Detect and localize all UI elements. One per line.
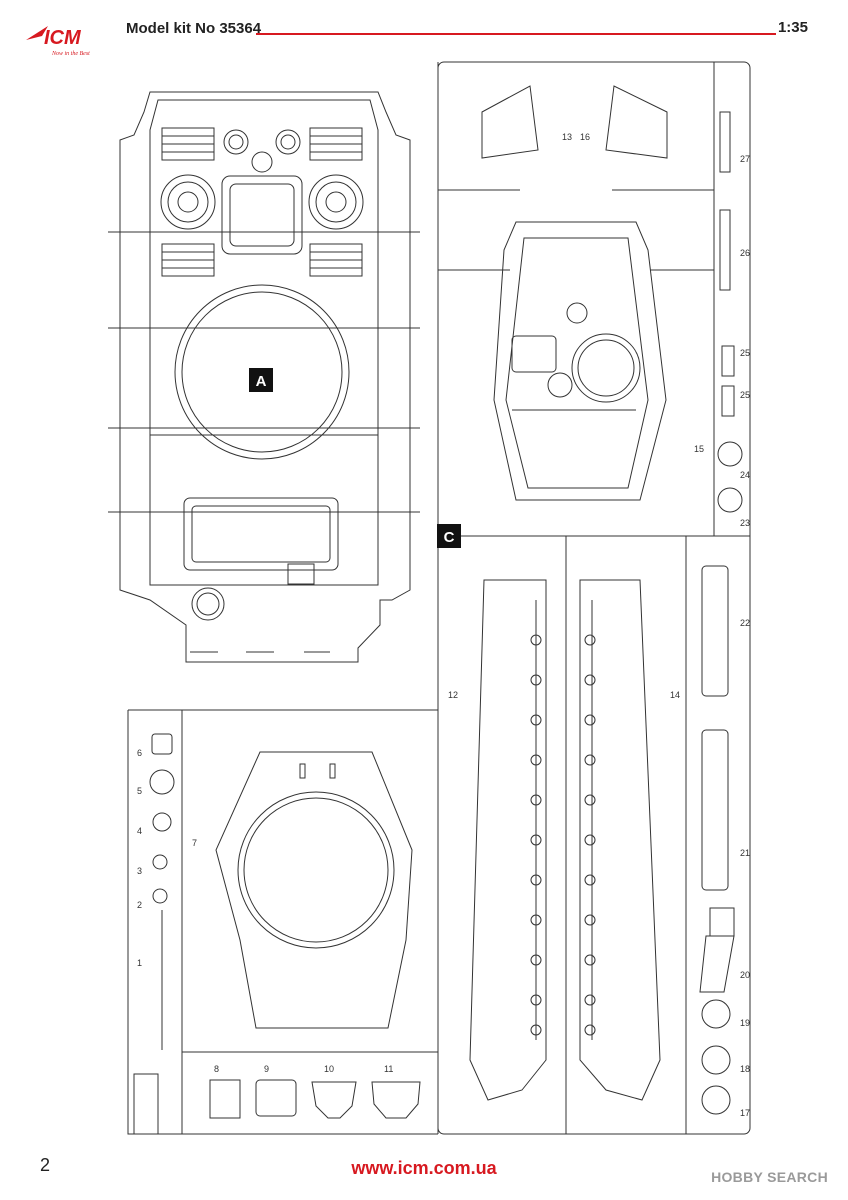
sprue-c-label: C — [444, 529, 455, 546]
part-number: 12 — [448, 690, 458, 700]
part-number: 8 — [214, 1064, 219, 1074]
part-number: 14 — [670, 690, 680, 700]
part-number: 22 — [740, 618, 750, 628]
part-number: 5 — [137, 786, 142, 796]
part-number: 25 — [740, 348, 750, 358]
part-number: 21 — [740, 848, 750, 858]
logo-tagline: Now in the Best — [51, 51, 90, 57]
hobby-search-watermark: HOBBY SEARCH — [711, 1169, 828, 1185]
part-number: 6 — [137, 748, 142, 758]
part-number: 11 — [384, 1064, 393, 1074]
part-number: 2 — [137, 900, 142, 910]
logo-text: ICM — [44, 27, 82, 49]
part-number: 27 — [740, 154, 750, 164]
sprue-c-frame — [437, 61, 751, 1135]
side-skirts — [469, 565, 735, 1115]
part-number: 10 — [324, 1064, 334, 1074]
turret-roof-plate — [215, 751, 413, 1029]
part-number: 1 — [137, 958, 142, 968]
part-number: 3 — [137, 866, 142, 876]
sprue-a-label: A — [256, 373, 267, 390]
part-number: 13 — [562, 132, 572, 142]
lower-sprue-frame — [127, 709, 438, 1135]
part-number-labels: 1 2 3 4 5 6 7 8 9 10 11 12 13 14 15 16 1… — [137, 132, 750, 1118]
hull-upper-plate — [108, 91, 420, 663]
part-number: 16 — [580, 132, 590, 142]
scale-label: 1:35 — [777, 19, 808, 36]
part-number: 15 — [694, 444, 704, 454]
part-number: 25 — [740, 390, 750, 400]
header-rule — [256, 33, 776, 35]
part-number: 9 — [264, 1064, 269, 1074]
part-number: 4 — [137, 826, 142, 836]
part-number: 24 — [740, 470, 750, 480]
sprue-c-marker: C — [437, 524, 461, 548]
icm-logo: ICM Now in the Best — [22, 22, 110, 58]
small-parts-left — [149, 733, 421, 1119]
part-number: 26 — [740, 248, 750, 258]
model-kit-title: Model kit No 35364 — [126, 20, 262, 37]
part-number: 17 — [740, 1108, 750, 1118]
part-number: 7 — [192, 838, 197, 848]
sprue-a-marker: A — [249, 368, 273, 392]
upper-glacis-plate — [481, 85, 743, 513]
website-link[interactable]: www.icm.com.ua — [351, 1158, 497, 1178]
part-number: 18 — [740, 1064, 750, 1074]
part-number: 23 — [740, 518, 750, 528]
part-number: 19 — [740, 1018, 750, 1028]
part-number: 20 — [740, 970, 750, 980]
page-number: 2 — [40, 1155, 51, 1175]
